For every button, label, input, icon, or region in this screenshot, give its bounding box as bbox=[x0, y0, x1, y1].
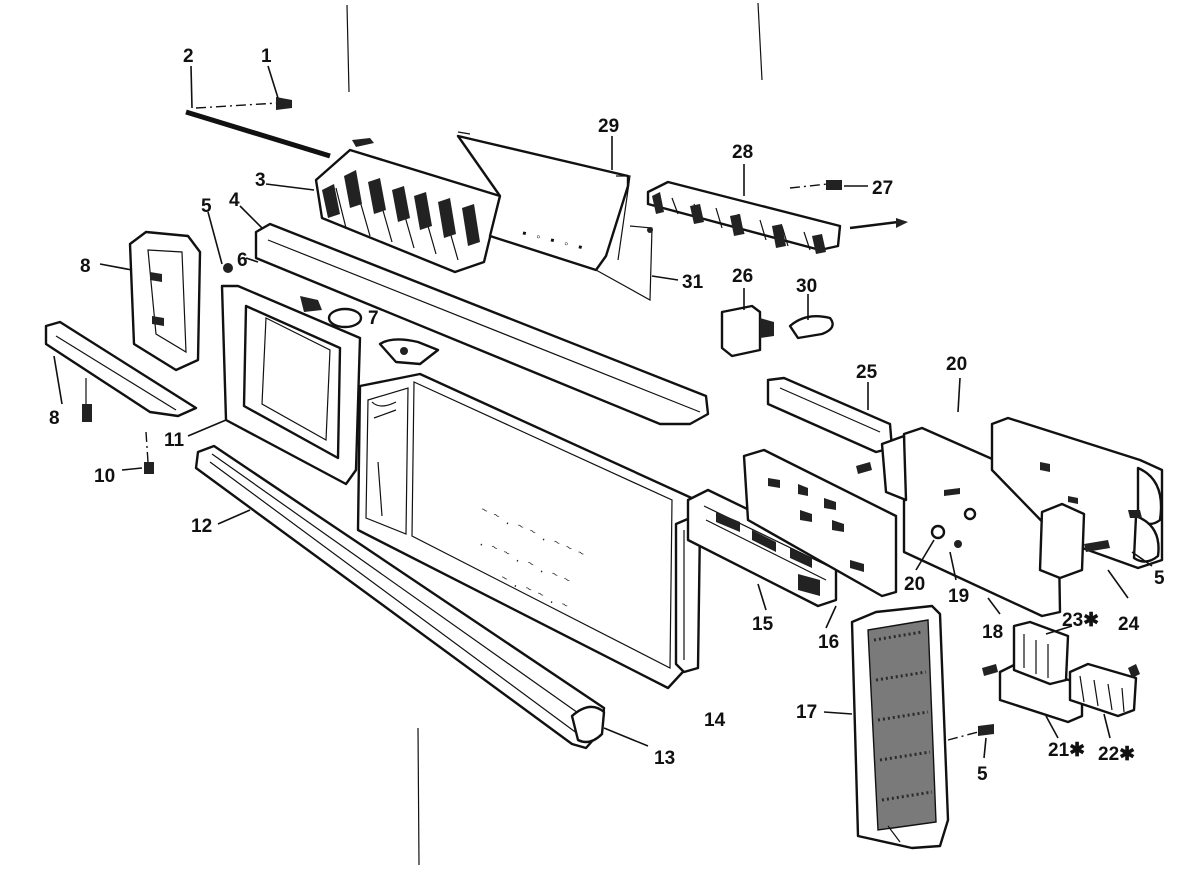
callout-4: 4 bbox=[229, 190, 240, 211]
part-switch-strip bbox=[646, 180, 842, 254]
callout-16: 16 bbox=[818, 632, 839, 653]
part-front-panel: ~ ~ . ~ ~ . ~ ~ ~ . ~ ~ . ~ . ~ ~ ~ . ~ … bbox=[356, 372, 698, 690]
callout-12: 12 bbox=[191, 516, 212, 537]
leader-lines bbox=[53, 65, 1153, 759]
callout-20-bottom: 20 bbox=[904, 574, 925, 595]
callout-20-top: 20 bbox=[946, 354, 967, 375]
callout-11: 11 bbox=[164, 430, 185, 451]
callout-3: 3 bbox=[255, 170, 266, 191]
callout-30: 30 bbox=[796, 276, 817, 297]
callout-24: 24 bbox=[1118, 614, 1140, 635]
callout-5-bottom: 5 bbox=[977, 764, 988, 785]
callout-19: 19 bbox=[948, 586, 969, 607]
callout-22: 22✱ bbox=[1098, 744, 1135, 765]
part-lower-trim bbox=[44, 320, 198, 418]
part-grille bbox=[850, 604, 950, 850]
part-circuit-board bbox=[742, 448, 898, 598]
part-shield: ▪ ◦ ▪ ◦ ▪ bbox=[456, 131, 653, 302]
callout-31: 31 bbox=[682, 272, 704, 293]
callout-23: 23✱ bbox=[1062, 610, 1099, 631]
part-screws-27 bbox=[789, 180, 908, 230]
callout-27: 27 bbox=[872, 178, 893, 199]
callout-26: 26 bbox=[732, 266, 753, 287]
callout-18: 18 bbox=[982, 622, 1003, 643]
callout-14: 14 bbox=[704, 710, 726, 731]
callout-8-top: 8 bbox=[80, 256, 91, 277]
callout-28: 28 bbox=[732, 142, 753, 163]
part-switch-26 bbox=[720, 304, 774, 358]
callout-2: 2 bbox=[183, 46, 194, 67]
part-switch-block bbox=[314, 148, 502, 274]
callout-13: 13 bbox=[654, 748, 675, 769]
callout-5-right: 5 bbox=[1154, 568, 1165, 589]
callout-25: 25 bbox=[856, 362, 878, 383]
part-connectors bbox=[982, 620, 1140, 724]
part-screw-5-bottom bbox=[947, 724, 994, 741]
callout-6: 6 bbox=[237, 250, 248, 271]
callout-29: 29 bbox=[598, 116, 619, 137]
callout-7: 7 bbox=[368, 308, 379, 329]
callout-17: 17 bbox=[796, 702, 817, 723]
callout-5-left: 5 bbox=[201, 196, 212, 217]
scan-lines bbox=[346, 2, 763, 866]
part-bar-25 bbox=[766, 376, 894, 454]
part-screws-left bbox=[82, 263, 233, 474]
part-rod bbox=[185, 97, 374, 159]
part-trim-strip bbox=[194, 444, 606, 750]
part-frame bbox=[220, 284, 363, 486]
callout-1: 1 bbox=[261, 46, 272, 67]
part-end-cap bbox=[128, 230, 202, 372]
callout-21: 21✱ bbox=[1048, 740, 1085, 761]
part-knob-30 bbox=[788, 315, 834, 340]
callout-labels: 1 2 3 4 5 6 7 8 8 10 11 12 13 14 15 16 1… bbox=[49, 46, 1165, 785]
part-transformer bbox=[990, 416, 1164, 580]
callout-8-bottom: 8 bbox=[49, 408, 60, 429]
callout-15: 15 bbox=[752, 614, 774, 635]
callout-10: 10 bbox=[94, 466, 115, 487]
part-top-panel bbox=[254, 222, 710, 426]
part-switch-bank bbox=[686, 488, 838, 608]
part-knob-7 bbox=[378, 338, 440, 366]
